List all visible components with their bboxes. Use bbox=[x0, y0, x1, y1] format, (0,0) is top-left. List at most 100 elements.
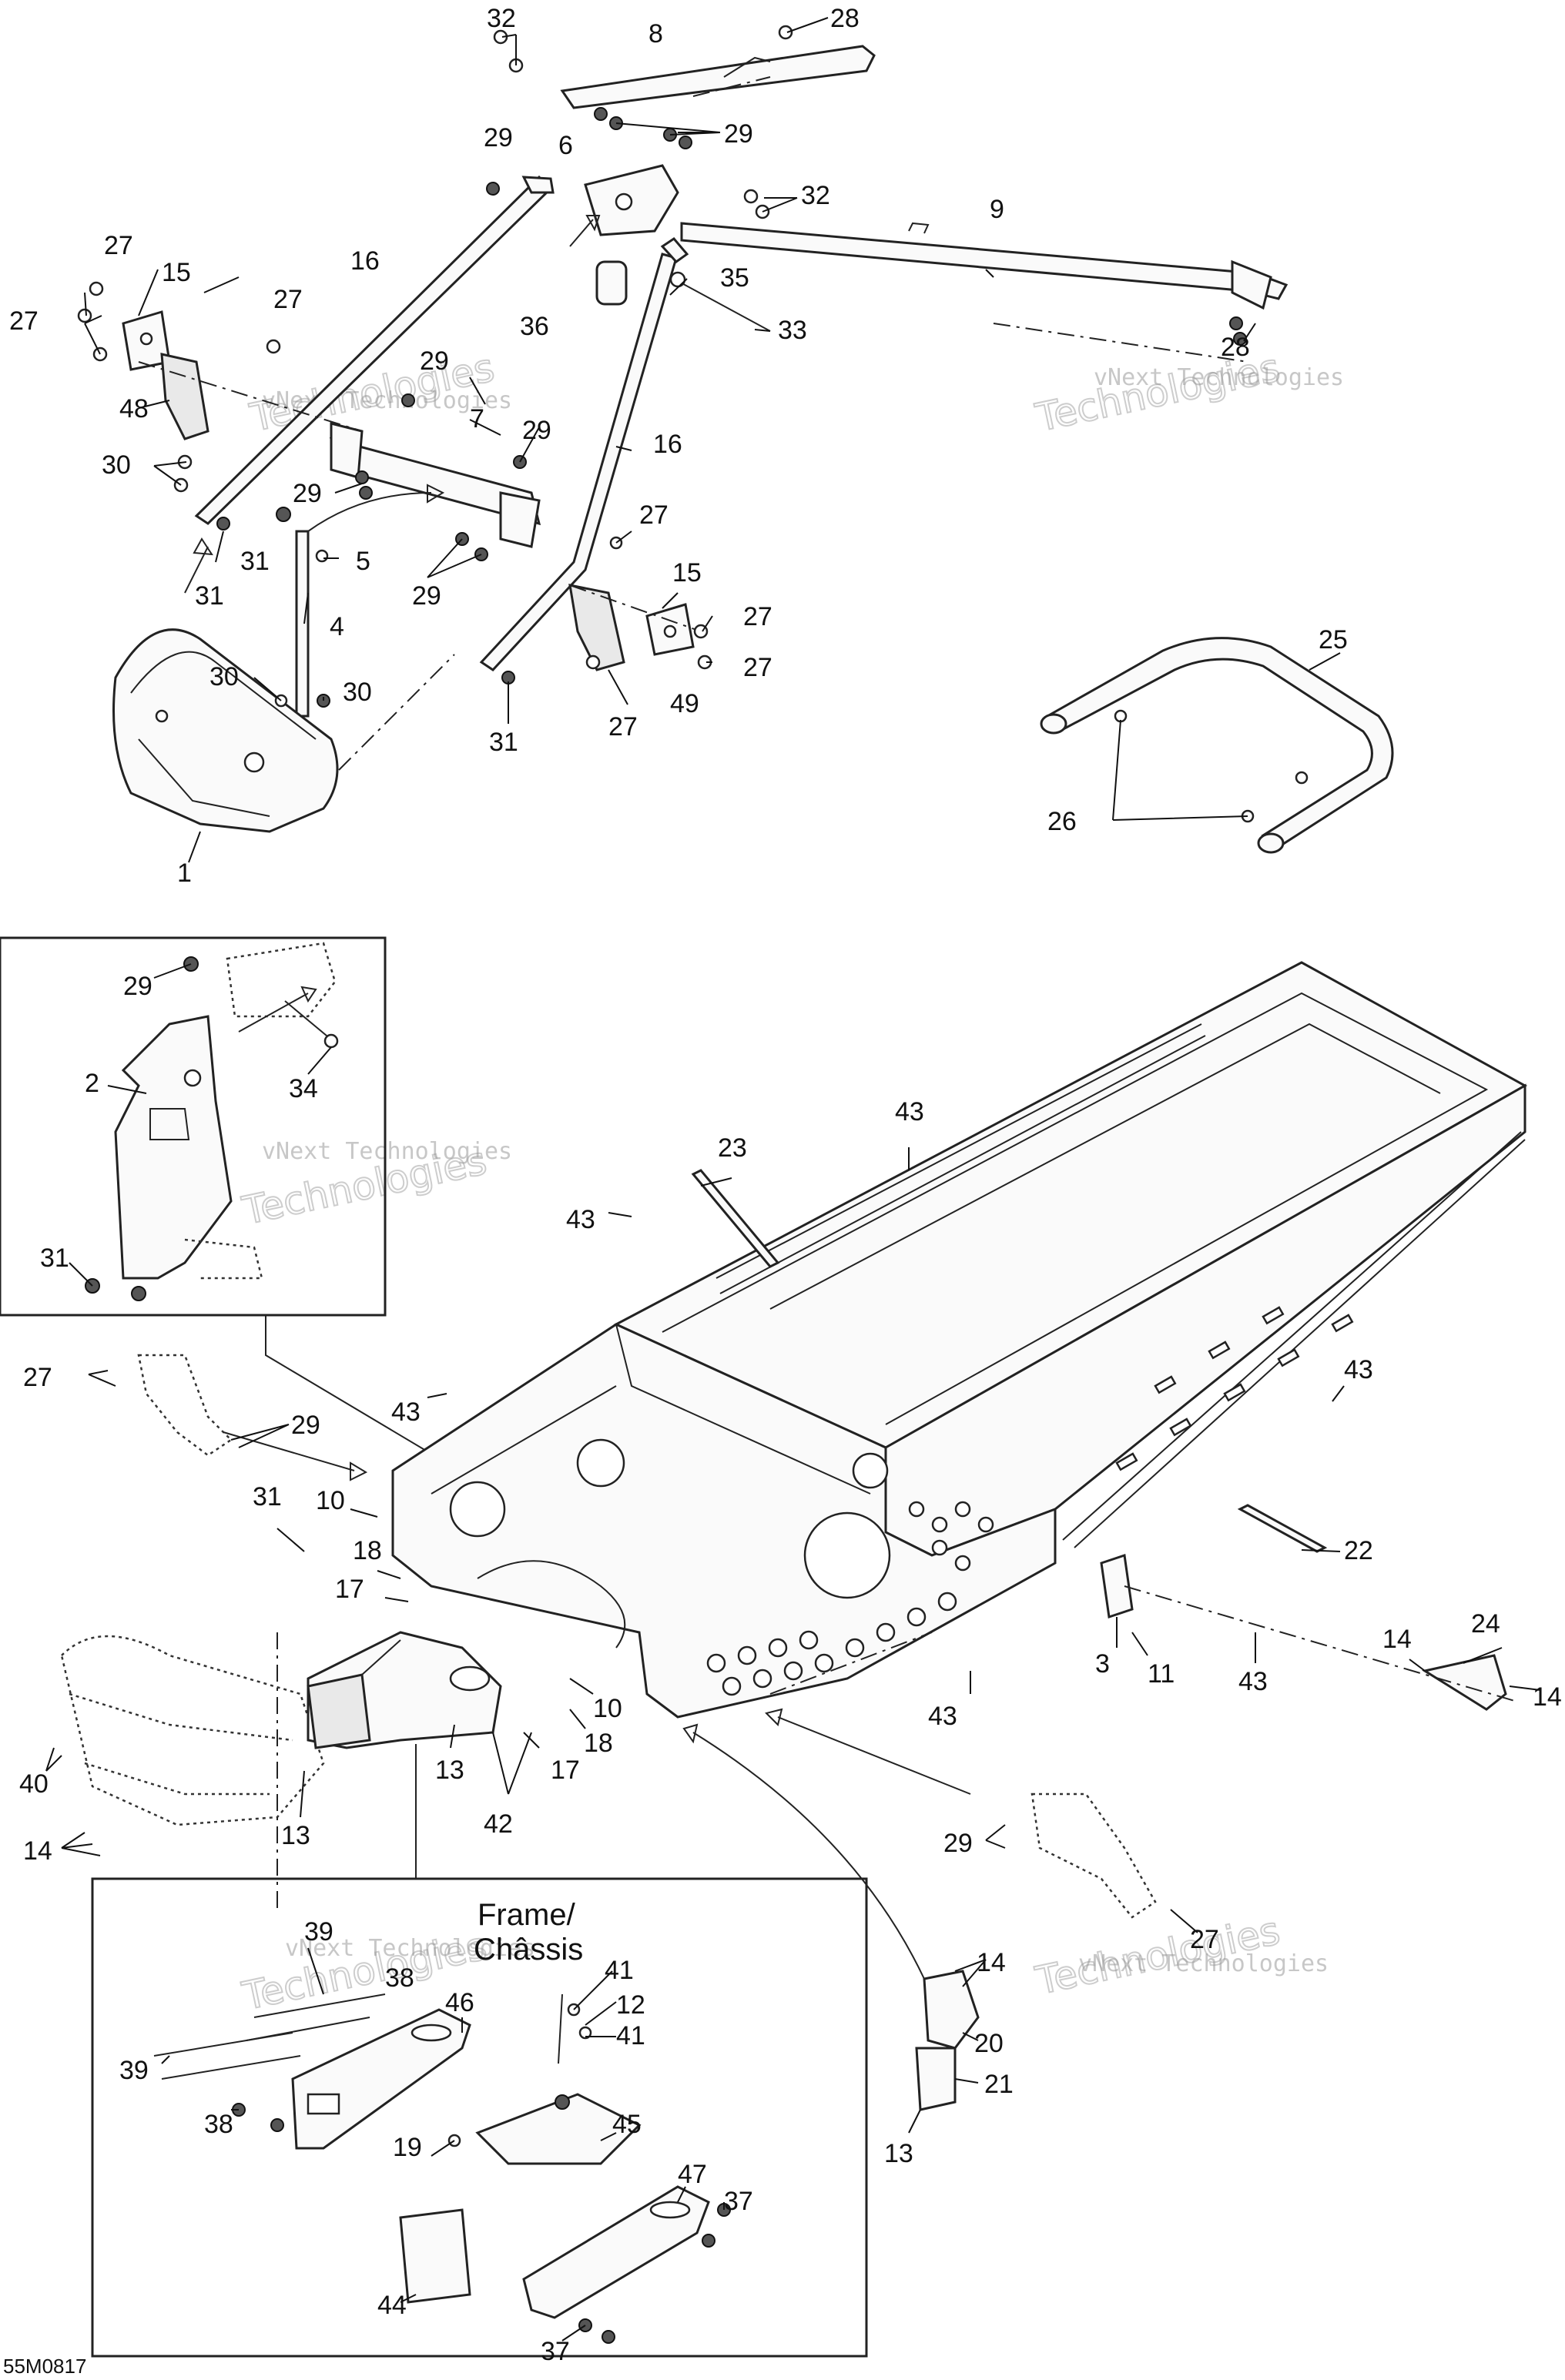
callout-8: 8 bbox=[648, 19, 663, 49]
callout-14: 14 bbox=[977, 1948, 1006, 1977]
callout-42: 42 bbox=[484, 1809, 513, 1839]
main-chassis bbox=[391, 961, 1528, 1719]
callout-25: 25 bbox=[1319, 625, 1348, 654]
callout-13: 13 bbox=[281, 1821, 310, 1850]
inset-connector-line bbox=[265, 1315, 447, 1464]
part-33-bolt bbox=[677, 280, 771, 332]
callout-38: 38 bbox=[385, 1963, 414, 1993]
part-3-clip bbox=[1100, 1554, 1134, 1618]
callout-10: 10 bbox=[593, 1694, 622, 1723]
callout-10: 10 bbox=[316, 1486, 345, 1515]
callout-27: 27 bbox=[743, 653, 772, 682]
callout-48: 48 bbox=[119, 394, 149, 423]
left-lower-bracket bbox=[137, 1354, 233, 1457]
callout-35: 35 bbox=[720, 263, 749, 293]
watermark: vNext Technologies bbox=[262, 1138, 512, 1165]
callout-29: 29 bbox=[522, 416, 551, 445]
callout-29: 29 bbox=[943, 1829, 973, 1858]
callout-31: 31 bbox=[240, 547, 270, 576]
callout-36: 36 bbox=[520, 312, 549, 341]
callout-27: 27 bbox=[9, 306, 39, 336]
part-36-spacer bbox=[595, 260, 628, 306]
part-21-bracket bbox=[915, 2047, 957, 2111]
callout-31: 31 bbox=[195, 581, 224, 611]
upper-tube-assembly bbox=[77, 25, 1394, 854]
watermark: vNext Technologies bbox=[1078, 1950, 1329, 1977]
callout-34: 34 bbox=[289, 1074, 318, 1103]
callout-40: 40 bbox=[19, 1769, 49, 1799]
inset-box-part-2 bbox=[0, 936, 387, 1317]
callout-43: 43 bbox=[391, 1398, 421, 1427]
front-suspension-ghost bbox=[60, 1635, 325, 1826]
callout-28: 28 bbox=[1221, 333, 1250, 362]
callout-14: 14 bbox=[23, 1836, 52, 1866]
callout-17: 17 bbox=[335, 1575, 364, 1604]
callout-32: 32 bbox=[801, 181, 830, 210]
callout-5: 5 bbox=[356, 547, 370, 576]
callout-21: 21 bbox=[984, 2070, 1014, 2099]
callout-28: 28 bbox=[830, 4, 860, 33]
callout-14: 14 bbox=[1533, 1682, 1562, 1712]
callout-39: 39 bbox=[304, 1917, 333, 1947]
frame-inset-box: Frame/ Châssis bbox=[91, 1877, 868, 2358]
callout-27: 27 bbox=[1190, 1925, 1219, 1954]
callout-9: 9 bbox=[990, 195, 1004, 224]
callout-3: 3 bbox=[1095, 1649, 1110, 1679]
callout-27: 27 bbox=[273, 285, 303, 314]
callout-27: 27 bbox=[608, 712, 638, 741]
part-8-upper-brace bbox=[560, 45, 876, 109]
footrest-holes bbox=[706, 1501, 994, 1696]
callout-30: 30 bbox=[102, 450, 131, 480]
callout-32: 32 bbox=[487, 4, 516, 33]
callout-labels: 32 8 28 29 6 29 32 9 27 15 16 35 27 27 3… bbox=[9, 4, 1562, 2366]
callout-30: 30 bbox=[343, 678, 372, 707]
callout-14: 14 bbox=[1382, 1625, 1412, 1654]
callout-33: 33 bbox=[778, 316, 807, 345]
callout-27: 27 bbox=[639, 500, 669, 530]
callout-19: 19 bbox=[393, 2133, 422, 2162]
callout-13: 13 bbox=[884, 2139, 913, 2168]
callout-15: 15 bbox=[162, 258, 191, 287]
callout-43: 43 bbox=[895, 1097, 924, 1126]
callout-37: 37 bbox=[724, 2187, 753, 2216]
callout-43: 43 bbox=[1344, 1355, 1373, 1384]
callout-31: 31 bbox=[253, 1482, 282, 1511]
callout-41: 41 bbox=[605, 1956, 634, 1985]
frame-label-line1: Frame/ bbox=[478, 1898, 576, 1932]
callout-1: 1 bbox=[177, 859, 192, 888]
part-44-plate bbox=[399, 2208, 471, 2304]
callout-27: 27 bbox=[104, 231, 133, 260]
callout-43: 43 bbox=[928, 1702, 957, 1731]
callout-41: 41 bbox=[616, 2021, 645, 2050]
callout-44: 44 bbox=[377, 2291, 407, 2320]
callout-29: 29 bbox=[291, 1411, 320, 1440]
callout-12: 12 bbox=[616, 1990, 645, 2020]
callout-29: 29 bbox=[420, 346, 449, 376]
callout-15: 15 bbox=[672, 558, 702, 587]
callout-43: 43 bbox=[1238, 1667, 1268, 1696]
callout-2: 2 bbox=[85, 1069, 99, 1098]
callout-47: 47 bbox=[678, 2160, 707, 2189]
watermark: vNext Technologies bbox=[1094, 364, 1344, 391]
callout-22: 22 bbox=[1344, 1536, 1373, 1565]
callout-20: 20 bbox=[974, 2029, 1004, 2058]
callout-31: 31 bbox=[489, 728, 518, 757]
callout-26: 26 bbox=[1047, 807, 1077, 836]
callout-23: 23 bbox=[718, 1133, 747, 1163]
callout-29: 29 bbox=[484, 123, 513, 152]
fasteners-upper bbox=[77, 25, 1309, 823]
callout-29: 29 bbox=[123, 972, 152, 1001]
part-25-handle bbox=[1045, 637, 1394, 849]
part-1-front-bumper bbox=[112, 628, 339, 833]
callout-24: 24 bbox=[1471, 1609, 1500, 1639]
callout-30: 30 bbox=[209, 662, 239, 691]
callout-29: 29 bbox=[724, 119, 753, 149]
callout-16: 16 bbox=[350, 246, 380, 276]
callout-16: 16 bbox=[653, 430, 682, 459]
part-23-strip bbox=[691, 1169, 780, 1268]
callout-29: 29 bbox=[293, 479, 322, 508]
part-49-plate bbox=[568, 584, 625, 671]
callout-18: 18 bbox=[353, 1536, 382, 1565]
callout-13: 13 bbox=[435, 1756, 464, 1785]
